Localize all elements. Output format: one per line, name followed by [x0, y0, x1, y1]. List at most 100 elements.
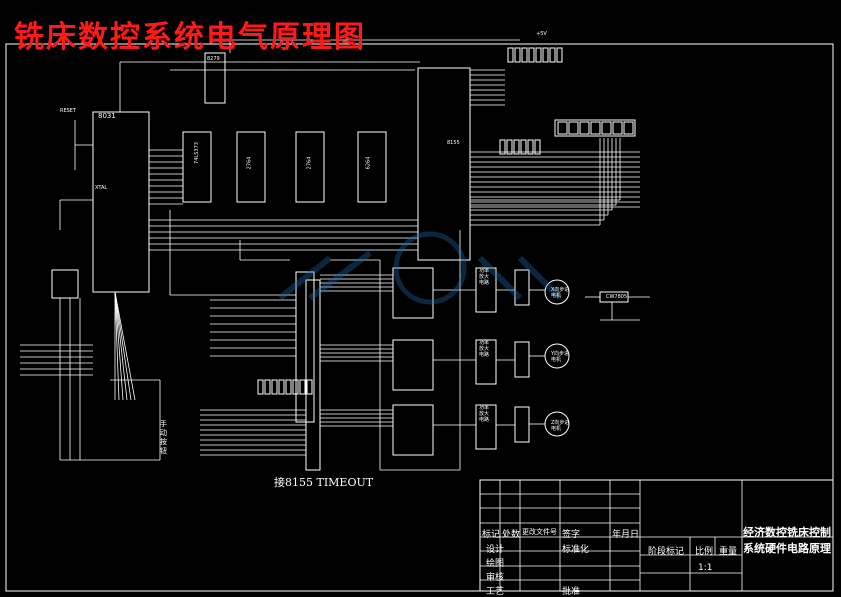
motor-z: [544, 411, 570, 437]
chip-8155: [417, 67, 471, 261]
resistor: [507, 47, 514, 63]
tb-scale-value: 1:1: [698, 563, 713, 573]
tb-stage: 阶段标记: [648, 547, 685, 557]
manual-buttons-label: 手动按钮: [160, 420, 167, 455]
timeout-note: 接8155 TIMEOUT: [274, 476, 374, 489]
chip-label-8279: 8279: [207, 56, 220, 62]
amp-z: [475, 404, 497, 450]
chip-8031: [92, 111, 150, 293]
resistor: [514, 47, 521, 63]
motor-x: [544, 279, 570, 305]
tb-process: 工艺: [486, 587, 505, 597]
seven-seg-display: [554, 119, 636, 137]
chip-driver-z: [392, 404, 434, 456]
chip-label-2764-a: 2764: [246, 156, 253, 170]
resistor: [506, 139, 513, 155]
resistor: [534, 139, 541, 155]
motor-x-label: X向步进电机: [551, 287, 570, 299]
tb-check: 审核: [486, 573, 505, 583]
resistor: [527, 139, 534, 155]
xtal-label: XTAL: [95, 185, 108, 191]
amp-label-z: 功率放大电路: [479, 405, 490, 423]
resistor: [264, 379, 271, 395]
tb-date: 年月日: [612, 530, 640, 540]
chip-label-6264: 6264: [365, 156, 372, 170]
tb-design: 设计: [486, 545, 505, 555]
wire: [114, 291, 128, 401]
resistor: [292, 379, 299, 395]
drawing-border: [5, 43, 834, 592]
motor-y: [544, 343, 570, 369]
chip-74ls373: [182, 131, 212, 203]
resistor: [520, 139, 527, 155]
amp-label-x: 功率放大电路: [479, 268, 490, 286]
regulator: [599, 291, 629, 303]
resistor: [499, 139, 506, 155]
amp-x: [475, 267, 497, 313]
wire: [114, 291, 136, 401]
chip-2764-b: [295, 131, 325, 203]
tb-scale: 比例: [695, 547, 714, 557]
opto-x: [514, 269, 530, 306]
chip-label-74ls373: 74LS373: [193, 142, 200, 164]
chip-2764-a: [236, 131, 266, 203]
watermark-logo: [278, 231, 563, 305]
chip-port: [305, 279, 321, 471]
resistor: [521, 47, 528, 63]
regulator-label: CW7805: [606, 294, 628, 300]
tb-sign: 签字: [562, 530, 581, 540]
resistor: [299, 379, 306, 395]
tb-change-doc: 更改文件号: [522, 528, 557, 536]
chip-label-8031: 8031: [98, 112, 116, 120]
tb-approve: 批准: [562, 587, 581, 597]
title-block: [479, 479, 834, 592]
wire: [114, 291, 124, 401]
chip-driver-y: [392, 339, 434, 391]
resistor: [306, 379, 313, 395]
resistor: [549, 47, 556, 63]
resistor: [278, 379, 285, 395]
resistor: [285, 379, 292, 395]
seven-seg-digit: [579, 121, 590, 135]
diagram-title: 铣床数控系统电气原理图: [14, 20, 366, 55]
tb-draw: 绘图: [486, 559, 505, 569]
drawing-title-line1: 经济数控铣床控制: [743, 526, 831, 539]
chip-8279: [204, 52, 226, 104]
seven-seg-digit: [601, 121, 612, 135]
tb-mark: 标记: [482, 530, 501, 540]
opto-z: [514, 406, 530, 443]
drawing-title-line2: 系统硬件电路原理: [743, 542, 831, 555]
chip-label-2764-b: 2764: [306, 156, 313, 170]
resistor: [542, 47, 549, 63]
resistor: [513, 139, 520, 155]
resistor: [257, 379, 264, 395]
vcc-label: +5V: [536, 31, 547, 37]
seven-seg-digit: [590, 121, 601, 135]
amp-label-y: 功率放大电路: [479, 340, 490, 358]
tb-weight: 重量: [719, 547, 738, 557]
reset-label: RESET: [60, 108, 77, 114]
tb-count: 处数: [502, 530, 521, 540]
seven-seg-digit: [623, 121, 634, 135]
chip-6264: [357, 131, 387, 203]
chip-driver-x: [392, 267, 434, 319]
chip-label-8155: 8155: [447, 140, 460, 146]
motor-y-label: Y向步进电机: [551, 351, 570, 363]
resistor: [556, 47, 563, 63]
seven-seg-digit: [612, 121, 623, 135]
drawing-title: 经济数控铣床控制 系统硬件电路原理: [743, 525, 831, 557]
resistor: [535, 47, 542, 63]
resistor: [528, 47, 535, 63]
opto-y: [514, 341, 530, 378]
seven-seg-digit: [557, 121, 568, 135]
amp-y: [475, 339, 497, 385]
tb-standard: 标准化: [562, 545, 590, 555]
resistor: [271, 379, 278, 395]
chip-bus-driver: [295, 271, 315, 423]
wire: [114, 291, 132, 401]
motor-z-label: Z向步进电机: [551, 420, 570, 432]
wire: [114, 291, 120, 401]
relay-block: [51, 269, 79, 299]
seven-seg-digit: [568, 121, 579, 135]
